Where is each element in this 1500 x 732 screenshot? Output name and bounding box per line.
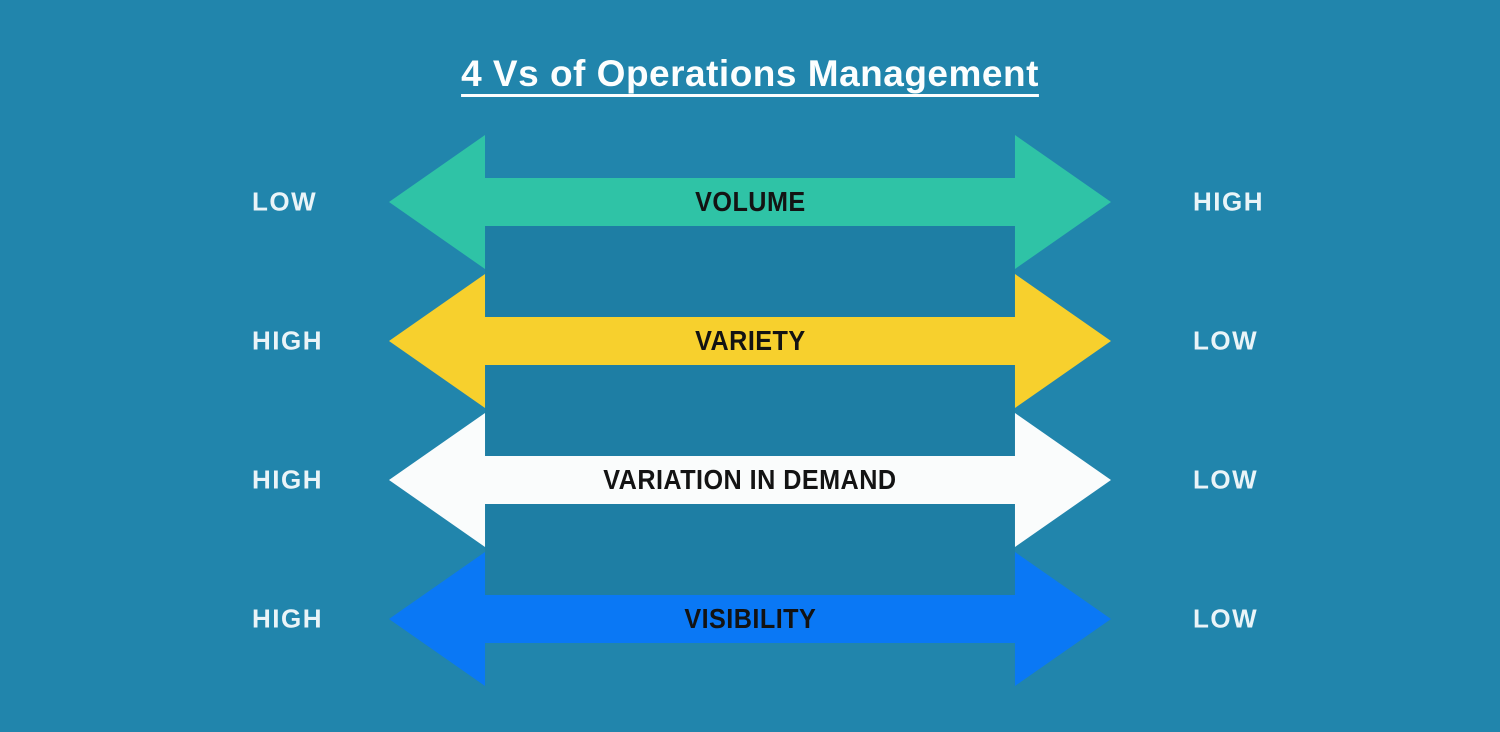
volume-arrow-label: VOLUME bbox=[694, 186, 806, 217]
volume-left-scale-label: LOW bbox=[252, 186, 318, 217]
variety-double-arrow-icon: VARIETY bbox=[389, 274, 1111, 408]
variation-in-demand-double-arrow-icon: VARIATION IN DEMAND bbox=[389, 413, 1111, 547]
visibility-double-arrow-icon: VISIBILITY bbox=[389, 552, 1111, 686]
volume-double-arrow-icon: VOLUME bbox=[389, 135, 1111, 269]
variation-in-demand-left-scale-label: HIGH bbox=[252, 464, 323, 495]
gap-rectangle-2 bbox=[485, 365, 1015, 456]
row-volume: LOW VOLUME HIGH bbox=[0, 135, 1500, 269]
row-variation-in-demand: HIGH VARIATION IN DEMAND LOW bbox=[0, 413, 1500, 547]
row-variety: HIGH VARIETY LOW bbox=[0, 274, 1500, 408]
visibility-arrow-label: VISIBILITY bbox=[684, 603, 816, 634]
gap-rectangle-3 bbox=[485, 504, 1015, 595]
gap-rectangle-1 bbox=[485, 226, 1015, 317]
visibility-left-scale-label: HIGH bbox=[252, 603, 323, 634]
variation-in-demand-arrow-label: VARIATION IN DEMAND bbox=[603, 464, 897, 495]
row-visibility: HIGH VISIBILITY LOW bbox=[0, 552, 1500, 686]
variation-in-demand-right-scale-label: LOW bbox=[1193, 464, 1259, 495]
variety-arrow-label: VARIETY bbox=[694, 325, 806, 356]
variety-left-scale-label: HIGH bbox=[252, 325, 323, 356]
volume-right-scale-label: HIGH bbox=[1193, 186, 1264, 217]
visibility-right-scale-label: LOW bbox=[1193, 603, 1259, 634]
diagram-title: 4 Vs of Operations Management bbox=[461, 53, 1039, 94]
variety-right-scale-label: LOW bbox=[1193, 325, 1259, 356]
